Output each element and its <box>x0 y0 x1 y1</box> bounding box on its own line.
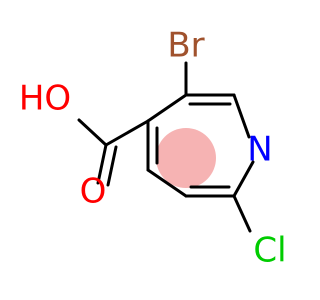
hydroxyl-label: HO <box>19 79 71 119</box>
bromine-label: Br <box>167 26 204 66</box>
bond-n-c6 <box>232 160 255 198</box>
bond-carboxyl-carbon-oh <box>77 118 108 147</box>
bond-carboxyl-carbon-o-double <box>106 145 118 187</box>
bond-c4-carboxyl-carbon <box>104 119 150 147</box>
bond-c6-cl <box>232 194 252 233</box>
carbonyl-oxygen-label: O <box>80 172 107 212</box>
nitrogen-label: N <box>247 130 272 170</box>
molecule-diagram: Br HO O N Cl <box>19 26 287 271</box>
molecule-canvas: Br HO O N Cl <box>18 25 287 271</box>
bond-c2-n <box>232 93 251 139</box>
bond-carboxyl-carbon-o <box>96 143 108 185</box>
aromatic-ring-highlight <box>156 128 216 188</box>
chlorine-label: Cl <box>253 231 286 271</box>
bond-c3-c4 <box>146 93 188 123</box>
bond-c5-c4 <box>146 168 188 198</box>
